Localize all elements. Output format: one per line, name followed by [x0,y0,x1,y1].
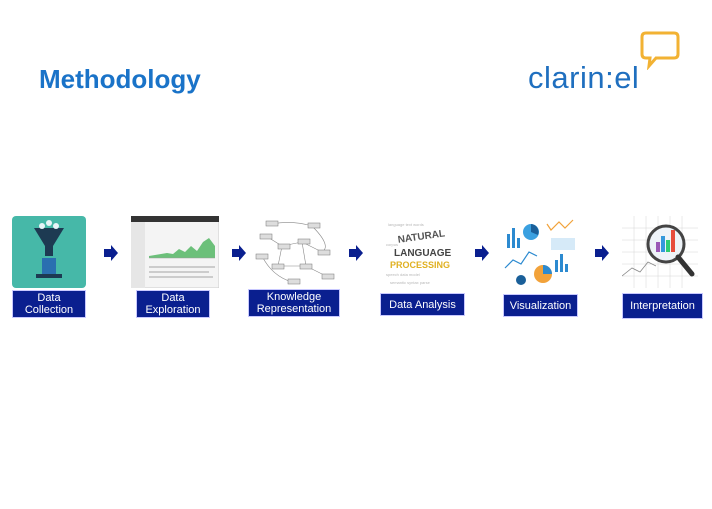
arrow-right-icon [475,245,489,261]
label-line: Exploration [145,304,201,316]
visualization-dashboard-image [503,216,579,288]
label-line: Interpretation [630,300,695,312]
data-collection-label: Data Collection [12,290,86,318]
arrow-right-icon [349,245,363,261]
nlp-word-2: LANGUAGE [394,248,452,259]
clarin-logo: clarin:el [528,30,688,95]
data-exploration-label: Data Exploration [136,290,210,318]
logo-text: clarin:el [528,60,640,95]
interpretation-label: Interpretation [622,293,703,319]
nlp-word-3: PROCESSING [390,260,450,270]
page-title: Methodology [39,64,201,94]
arrow-right-icon [595,245,609,261]
data-analysis-label: Data Analysis [380,293,465,316]
label-line: Visualization [509,299,572,312]
label-line: Data [37,292,61,304]
arrow-right-icon [104,245,118,261]
label-line: Data Analysis [389,298,456,311]
arrow-right-icon [232,245,246,261]
data-exploration-image [131,216,219,288]
label-line: Collection [24,304,74,316]
data-collection-image [12,216,86,288]
svg-text:semantic syntax parse: semantic syntax parse [390,280,431,285]
knowledge-graph-image [252,216,338,288]
nlp-word-cloud-image: language text words speech data model sem… [384,216,454,288]
interpretation-magnifier-image [622,216,698,288]
knowledge-representation-label: Knowledge Representation [248,289,340,317]
svg-text:language text words: language text words [388,222,424,227]
svg-text:corpus: corpus [386,242,398,247]
visualization-label: Visualization [503,294,578,317]
svg-text:speech data model: speech data model [386,272,420,277]
label-line: Data [161,292,185,304]
speech-bubble-icon [640,31,680,70]
label-line: Knowledge [266,291,322,303]
label-line: Representation [256,303,332,315]
